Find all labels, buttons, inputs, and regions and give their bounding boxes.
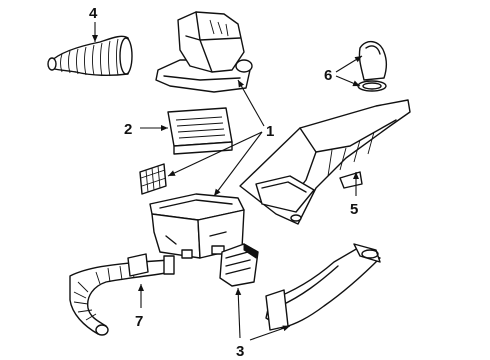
leader-3-duct bbox=[249, 325, 291, 341]
connector-sleeve bbox=[219, 243, 259, 287]
leader-6-elbow bbox=[335, 55, 363, 73]
corrugated-intake-hose bbox=[47, 35, 133, 77]
callout-4: 4 bbox=[89, 5, 98, 22]
air-cleaner-housing bbox=[149, 193, 245, 259]
callout-1: 1 bbox=[266, 123, 274, 140]
leader-1-screen bbox=[167, 131, 263, 177]
leader-lines bbox=[92, 22, 363, 341]
intake-duct-resonator bbox=[239, 99, 411, 225]
air-cleaner-cover bbox=[155, 11, 253, 93]
duct-elbow-and-ring bbox=[357, 41, 387, 92]
air-filter-element bbox=[167, 107, 233, 155]
leader-3-sleeve bbox=[235, 287, 242, 339]
callout-7: 7 bbox=[135, 313, 143, 330]
leader-1-box bbox=[213, 131, 263, 197]
callout-2: 2 bbox=[124, 121, 132, 138]
callout-5: 5 bbox=[350, 201, 358, 218]
callout-3: 3 bbox=[236, 343, 244, 360]
callout-6: 6 bbox=[324, 67, 332, 84]
curved-outlet-duct bbox=[265, 243, 381, 331]
mesh-screen bbox=[139, 163, 167, 195]
flexible-hose bbox=[69, 253, 175, 336]
leader-6-ring bbox=[335, 75, 361, 87]
leader-1-cover bbox=[237, 79, 265, 127]
